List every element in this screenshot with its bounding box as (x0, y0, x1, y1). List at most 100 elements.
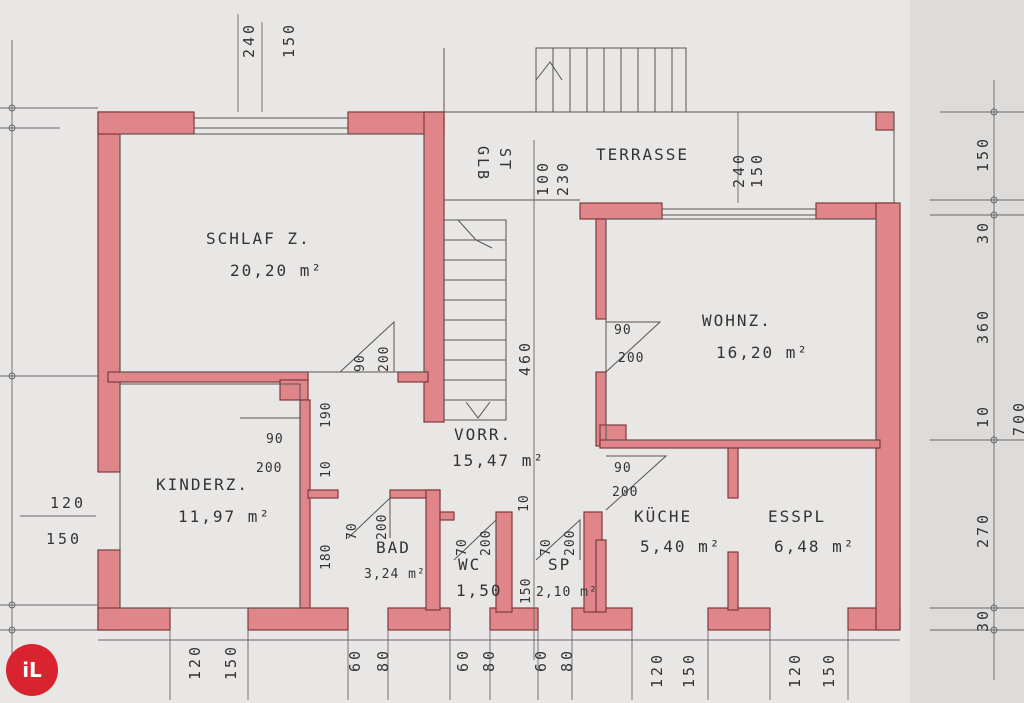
room-name-esspl: ESSPL (768, 507, 826, 526)
wall-bottom-b (247, 607, 349, 631)
dim-bottom-3: 80 (374, 648, 392, 672)
room-area-wc: 1,50 (456, 581, 503, 600)
dim-wc-door-b: 200 (479, 530, 494, 556)
wall-wc-east (495, 511, 513, 613)
room-area-kuche: 5,40 m² (640, 537, 721, 556)
dim-right-1: 30 (974, 220, 992, 244)
wall-wc-north (439, 511, 455, 521)
brand-logo: iL (6, 644, 58, 696)
label-glb: GLB (474, 146, 492, 182)
wall-bad-north-a (307, 489, 339, 499)
dim-stair-b: 230 (554, 160, 572, 196)
room-name-schlafz: SCHLAF Z. (206, 229, 311, 248)
dim-door-s-a: 90 (353, 354, 368, 372)
wall-schlaf-south (107, 371, 309, 383)
labels: SCHLAF Z. 20,20 m² WOHNZ. 16,20 m² KINDE… (46, 22, 1024, 688)
dim-bottom-6: 60 (532, 648, 550, 672)
brand-logo-text: iL (22, 658, 42, 682)
dim-10: 10 (319, 460, 334, 478)
room-area-bad: 3,24 m² (364, 567, 426, 582)
dim-wc-door-a: 70 (455, 538, 470, 556)
dim-door-w-b: 200 (618, 351, 644, 366)
dim-bad-door-a: 70 (345, 522, 360, 540)
dim-door-s-b: 200 (377, 346, 392, 372)
room-area-vorr: 15,47 m² (452, 451, 545, 470)
wall-top-a (97, 111, 195, 135)
dim-190: 190 (319, 402, 334, 428)
room-area-wohnz: 16,20 m² (716, 343, 809, 362)
wall-bottom-a (97, 607, 171, 631)
dim-right-3: 10 (974, 404, 992, 428)
dimension-lines (0, 14, 1024, 700)
dim-door-k-b: 200 (256, 461, 282, 476)
dim-bottom-2: 60 (346, 648, 364, 672)
wall-kinder-east (299, 399, 311, 611)
dim-bottom-0: 120 (186, 644, 204, 680)
thin-lines (119, 47, 895, 660)
dim-stair-len: 460 (516, 340, 534, 376)
dim-left-150: 150 (46, 530, 82, 548)
wall-terrace-post (875, 111, 895, 131)
dim-right-total: 700 (1010, 400, 1024, 436)
room-name-wc: WC (458, 555, 481, 574)
dim-bottom-4: 60 (454, 648, 472, 672)
dim-bottom-7: 80 (558, 648, 576, 672)
wall-schlaf-south-b (397, 371, 429, 383)
room-name-kinderz: KINDERZ. (156, 475, 249, 494)
room-area-kinderz: 11,97 m² (178, 507, 271, 526)
dim-terr-b: 150 (748, 152, 766, 188)
dim-bottom-11: 150 (820, 652, 838, 688)
wall-kuche-east-a (727, 447, 739, 499)
dim-bottom-8: 120 (648, 652, 666, 688)
wall-right (875, 202, 901, 631)
room-name-kuche: KÜCHE (634, 507, 692, 526)
label-st: ST (496, 148, 514, 172)
walls (97, 111, 901, 631)
wall-chimney (279, 379, 309, 401)
room-area-schlafz: 20,20 m² (230, 261, 323, 280)
dim-top-b: 150 (280, 22, 298, 58)
dim-right-2: 360 (974, 308, 992, 344)
dim-terr-a: 240 (730, 152, 748, 188)
dim-180: 180 (319, 544, 334, 570)
wall-bottom-c (387, 607, 451, 631)
dim-right-4: 270 (974, 512, 992, 548)
wall-bottom-f (707, 607, 771, 631)
dim-left-120: 120 (50, 494, 86, 512)
dim-door-kue-b: 200 (612, 485, 638, 500)
wall-kuche-west (595, 539, 607, 613)
dim-right-0: 150 (974, 136, 992, 172)
dim-door-kue-a: 90 (614, 461, 632, 476)
room-name-wohnz: WOHNZ. (702, 311, 772, 330)
dim-door-w-a: 90 (614, 323, 632, 338)
wall-wohn-west-a (595, 218, 607, 320)
dim-bottom-5: 80 (480, 648, 498, 672)
room-name-terrasse: TERRASSE (596, 145, 689, 164)
room-name-sp: SP (548, 555, 571, 574)
wall-wohn-north-a (579, 202, 663, 220)
dim-bottom-10: 120 (786, 652, 804, 688)
dim-bottom-1: 150 (222, 644, 240, 680)
dim-sp-door-b: 200 (563, 530, 578, 556)
dim-top-a: 240 (240, 22, 258, 58)
dim-sp-door-a: 70 (539, 538, 554, 556)
paper-right-strip (910, 0, 1024, 703)
wall-kuche-east-b (727, 551, 739, 611)
wall-bottom-d (489, 607, 539, 631)
dim-150-wc: 150 (519, 578, 534, 604)
dim-right-5: 30 (974, 608, 992, 632)
dim-10b: 10 (517, 494, 532, 512)
wall-left-upper (97, 111, 121, 473)
room-area-sp: 2,10 m² (536, 585, 598, 600)
dim-bottom-9: 150 (680, 652, 698, 688)
room-area-esspl: 6,48 m² (774, 537, 855, 556)
wall-wohn-south (599, 439, 881, 449)
room-name-vorr: VORR. (454, 425, 512, 444)
wall-bad-east (425, 489, 441, 611)
dim-bad-door-b: 200 (375, 514, 390, 540)
dim-door-k-a: 90 (266, 432, 284, 447)
dim-stair-a: 100 (534, 160, 552, 196)
room-name-bad: BAD (376, 538, 411, 557)
